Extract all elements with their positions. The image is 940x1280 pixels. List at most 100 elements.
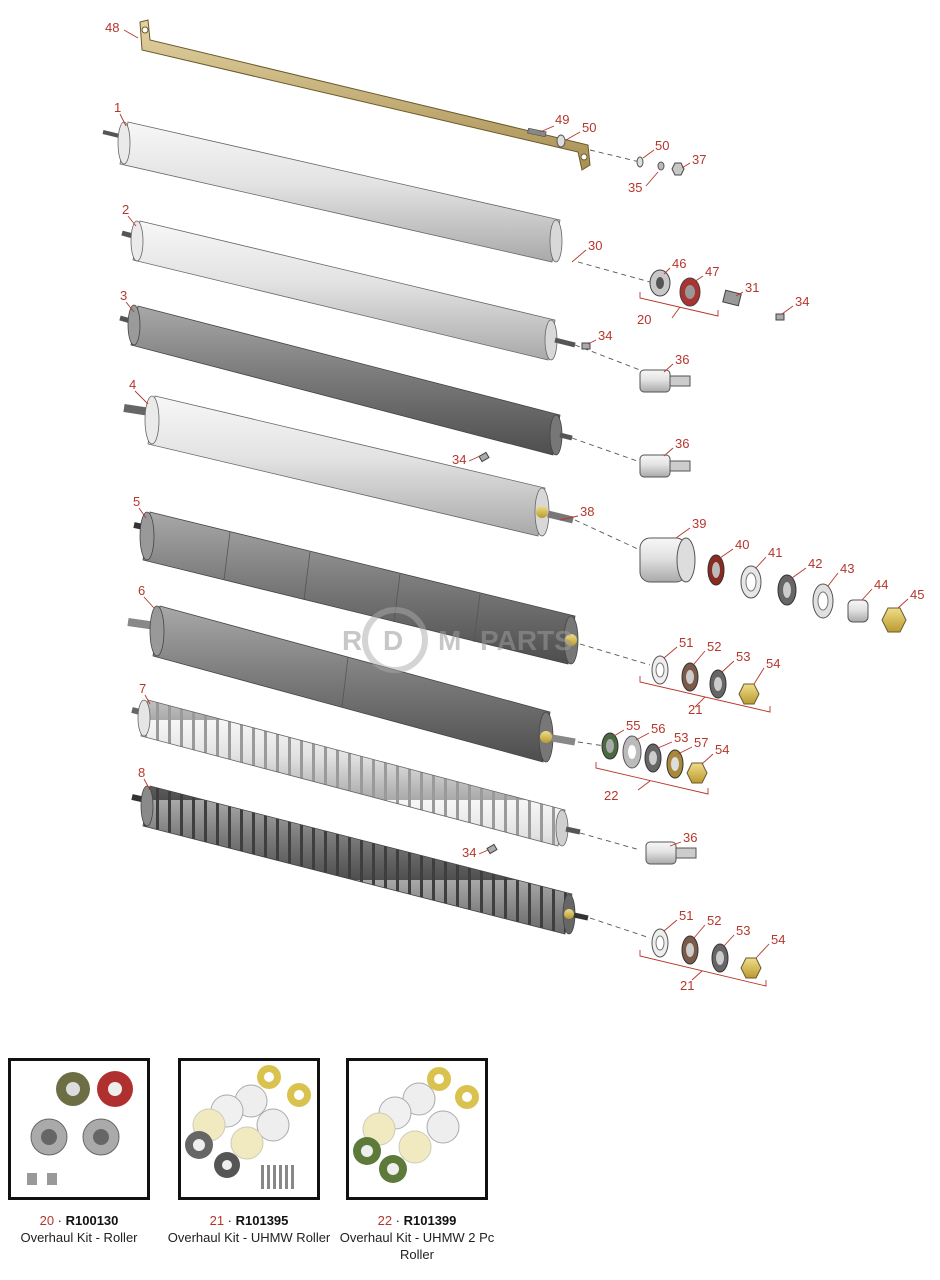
spindle-36 bbox=[639, 369, 691, 393]
callout-51b: 51 bbox=[679, 908, 693, 923]
bearing-42 bbox=[777, 574, 797, 606]
kit-part-number: R100130 bbox=[65, 1213, 119, 1228]
kit-bracket-21a bbox=[639, 676, 771, 713]
kit-number: 20 bbox=[39, 1213, 55, 1228]
roller-4 bbox=[123, 395, 574, 537]
washer-50b bbox=[636, 156, 644, 168]
callout-55: 55 bbox=[626, 718, 640, 733]
callout-22: 22 bbox=[604, 788, 618, 803]
callout-56: 56 bbox=[651, 721, 665, 736]
callout-34d: 34 bbox=[462, 845, 476, 860]
washer-57 bbox=[666, 749, 684, 779]
washer-50 bbox=[556, 134, 566, 148]
callout-36a: 36 bbox=[675, 352, 689, 367]
svg-text:M: M bbox=[438, 625, 461, 656]
watermark: R D M PARTS bbox=[342, 607, 573, 673]
callout-21a: 21 bbox=[688, 702, 702, 717]
callout-21b: 21 bbox=[680, 978, 694, 993]
callout-38: 38 bbox=[580, 504, 594, 519]
spacer-44 bbox=[847, 599, 869, 623]
nut-54b bbox=[686, 762, 708, 784]
exploded-parts-diagram: R D M PARTS 48 1 49 50 50 37 35 2 30 46 … bbox=[102, 19, 924, 993]
washer-53c bbox=[711, 943, 729, 973]
callout-7: 7 bbox=[139, 681, 146, 696]
washer-53 bbox=[709, 669, 727, 699]
kit-label-22: 22 · R101399 Overhaul Kit - UHMW 2 Pc Ro… bbox=[339, 1213, 495, 1262]
callout-6: 6 bbox=[138, 583, 145, 598]
callout-35: 35 bbox=[628, 180, 642, 195]
washer-56 bbox=[622, 735, 642, 769]
roller-3 bbox=[119, 304, 573, 456]
callout-8: 8 bbox=[138, 765, 145, 780]
callout-54b: 54 bbox=[715, 742, 729, 757]
callout-57: 57 bbox=[694, 735, 708, 750]
callout-43: 43 bbox=[840, 561, 854, 576]
callout-53c: 53 bbox=[736, 923, 750, 938]
kit-bracket-20 bbox=[639, 292, 719, 319]
callout-34a: 34 bbox=[795, 294, 809, 309]
callout-45: 45 bbox=[910, 587, 924, 602]
kit-image-20 bbox=[8, 1058, 150, 1200]
callout-30: 30 bbox=[588, 238, 602, 253]
callout-34b: 34 bbox=[598, 328, 612, 343]
callout-36c: 36 bbox=[683, 830, 697, 845]
kit-part-number: R101399 bbox=[403, 1213, 457, 1228]
callout-39: 39 bbox=[692, 516, 706, 531]
washer-51 bbox=[651, 655, 669, 685]
kit-bracket-21b bbox=[639, 950, 767, 987]
callout-41: 41 bbox=[768, 545, 782, 560]
nut-54 bbox=[738, 683, 760, 705]
kit-number: 22 bbox=[377, 1213, 393, 1228]
bearing-46 bbox=[649, 269, 671, 297]
seal-55 bbox=[601, 732, 619, 760]
roller-5 bbox=[133, 511, 579, 665]
bolt-49 bbox=[527, 127, 547, 138]
roller-6 bbox=[127, 605, 576, 763]
callout-5: 5 bbox=[133, 494, 140, 509]
callout-2: 2 bbox=[122, 202, 129, 217]
kit-label-21: 21 · R101395 Overhaul Kit - UHMW Roller bbox=[167, 1213, 331, 1245]
grease-fitting-34 bbox=[775, 313, 785, 321]
kit-image-22 bbox=[346, 1058, 488, 1200]
callout-50a: 50 bbox=[582, 120, 596, 135]
kit-description: Overhaul Kit - UHMW Roller bbox=[167, 1230, 331, 1245]
kit-part-number: R101395 bbox=[235, 1213, 289, 1228]
callout-53b: 53 bbox=[674, 730, 688, 745]
washer-53b bbox=[644, 743, 662, 773]
race-43 bbox=[812, 583, 834, 619]
callout-54a: 54 bbox=[766, 656, 780, 671]
fitting-31 bbox=[722, 289, 742, 307]
washer-52 bbox=[681, 662, 699, 692]
callout-53a: 53 bbox=[736, 649, 750, 664]
roller-7 bbox=[131, 699, 581, 847]
callout-51a: 51 bbox=[679, 635, 693, 650]
callout-36b: 36 bbox=[675, 436, 689, 451]
callout-1: 1 bbox=[114, 100, 121, 115]
seal-40 bbox=[707, 554, 725, 586]
callout-4: 4 bbox=[129, 377, 136, 392]
callout-3: 3 bbox=[120, 288, 127, 303]
seal-47 bbox=[679, 277, 701, 307]
grease-fitting-34d bbox=[486, 843, 498, 855]
callout-47: 47 bbox=[705, 264, 719, 279]
roller-bracket-48 bbox=[139, 19, 591, 171]
spindle-36c bbox=[645, 841, 697, 865]
kit-description: Overhaul Kit - Roller bbox=[20, 1230, 138, 1245]
callout-20: 20 bbox=[637, 312, 651, 327]
callout-48: 48 bbox=[105, 20, 119, 35]
spindle-36b bbox=[639, 454, 691, 478]
callout-52a: 52 bbox=[707, 639, 721, 654]
callout-52b: 52 bbox=[707, 913, 721, 928]
grease-fitting-34c bbox=[478, 451, 490, 463]
svg-text:R: R bbox=[342, 625, 362, 656]
callout-42: 42 bbox=[808, 556, 822, 571]
callout-31: 31 bbox=[745, 280, 759, 295]
roller-1 bbox=[102, 121, 563, 263]
callout-49: 49 bbox=[555, 112, 569, 127]
kit-image-21 bbox=[178, 1058, 320, 1200]
svg-text:D: D bbox=[383, 625, 403, 656]
kit-description: Overhaul Kit - UHMW 2 Pc Roller bbox=[339, 1230, 495, 1262]
grease-fitting-34b bbox=[581, 342, 591, 350]
nut-54c bbox=[740, 957, 762, 979]
callout-37: 37 bbox=[692, 152, 706, 167]
